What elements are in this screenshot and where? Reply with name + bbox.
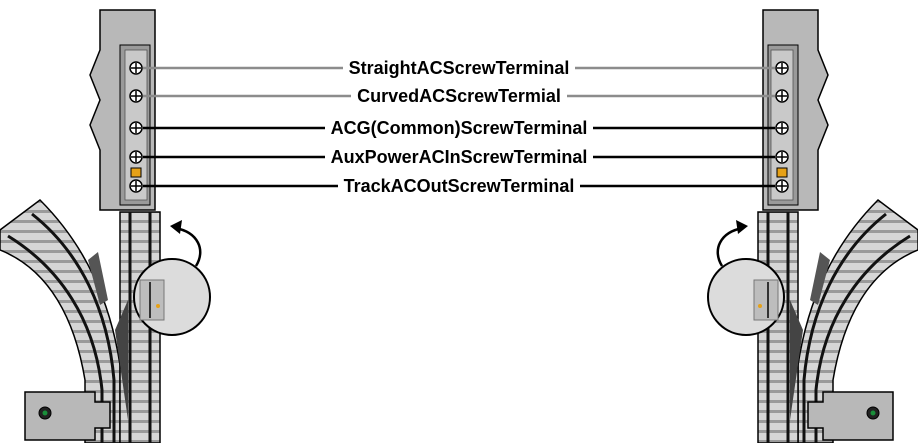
screw-icon [775, 61, 789, 75]
label-aux-terminal: AuxPowerACInScrewTerminal [0, 146, 918, 168]
label-common-text: ACG(Common)ScrewTerminal [324, 118, 594, 138]
magnifier-icon [707, 258, 785, 336]
screw-icon [129, 89, 143, 103]
label-curved-terminal: CurvedACScrewTermial [0, 85, 918, 107]
magnifier-icon [133, 258, 211, 336]
screw-icon [129, 61, 143, 75]
screw-icon [775, 89, 789, 103]
left-switch-machine [89, 9, 156, 211]
switch-machine-icon [807, 391, 894, 441]
label-straight-text: StraightACScrewTerminal [342, 58, 576, 78]
label-aux-text: AuxPowerACInScrewTerminal [324, 147, 594, 167]
label-common-terminal: ACG(Common)ScrewTerminal [0, 117, 918, 139]
screw-icon [129, 179, 143, 193]
label-straight-terminal: StraightACScrewTerminal [0, 57, 918, 79]
screw-icon [775, 150, 789, 164]
screw-icon [775, 121, 789, 135]
label-track-text: TrackACOutScrewTerminal [337, 176, 581, 196]
right-switch-machine [762, 9, 829, 211]
screw-icon [775, 179, 789, 193]
screw-icon [129, 150, 143, 164]
label-track-terminal: TrackACOutScrewTerminal [0, 175, 918, 197]
screw-icon [129, 121, 143, 135]
label-curved-text: CurvedACScrewTermial [351, 86, 567, 106]
left-track [0, 199, 161, 443]
switch-machine-icon [24, 391, 111, 441]
